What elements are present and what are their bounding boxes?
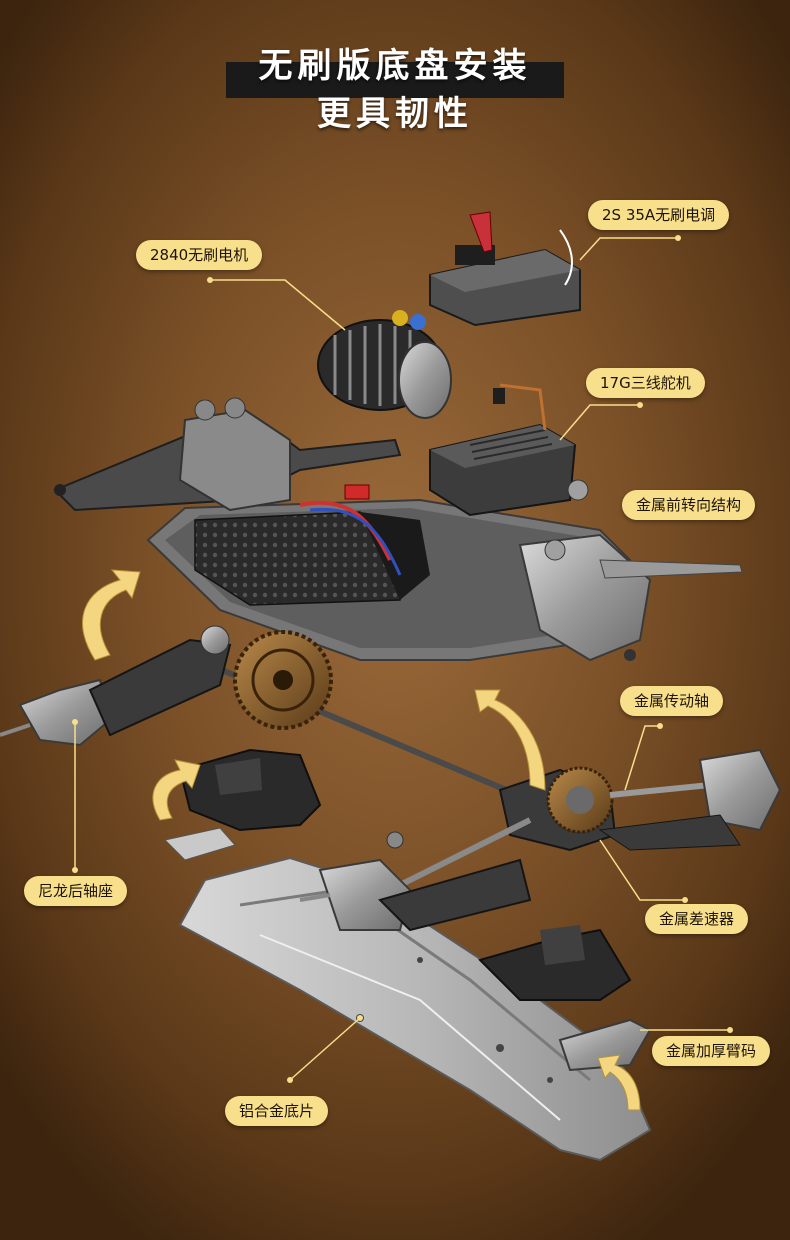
label-steering: 金属前转向结构 bbox=[622, 490, 756, 520]
title-bar bbox=[226, 62, 564, 98]
label-driveshaft: 金属传动轴 bbox=[620, 686, 724, 716]
page-title: 无刷版底盘安装 bbox=[258, 46, 532, 86]
differential-part bbox=[498, 748, 782, 852]
label-differential: 金属差速器 bbox=[645, 904, 749, 934]
esc-part bbox=[429, 211, 581, 327]
label-rear-mount: 尼龙后轴座 bbox=[24, 876, 128, 906]
rear-hub-left-part bbox=[0, 625, 232, 747]
page-subtitle: 更具韧性 bbox=[317, 94, 473, 134]
arm-weight-part bbox=[558, 1018, 652, 1072]
right-mount-part bbox=[478, 925, 632, 1001]
brushless-motor-part bbox=[317, 310, 452, 419]
leader-dots bbox=[72, 235, 733, 1083]
front-steering-part bbox=[518, 479, 743, 662]
label-chassis-plate: 铝合金底片 bbox=[225, 1096, 329, 1126]
label-arm-weight: 金属加厚臂码 bbox=[652, 1036, 771, 1066]
label-servo: 17G三线舵机 bbox=[586, 368, 705, 398]
front-upper-arm-part bbox=[53, 397, 402, 512]
spur-gear-part bbox=[233, 630, 333, 730]
nylon-rear-mount-part bbox=[163, 748, 322, 861]
assembly-arrows bbox=[82, 569, 641, 1111]
main-chassis-part bbox=[146, 484, 632, 661]
lower-axle-part bbox=[299, 817, 532, 932]
servo-part bbox=[429, 383, 577, 517]
leader-lines bbox=[74, 237, 730, 1081]
label-motor: 2840无刷电机 bbox=[136, 240, 263, 270]
label-esc: 2S 35A无刷电调 bbox=[588, 200, 730, 230]
